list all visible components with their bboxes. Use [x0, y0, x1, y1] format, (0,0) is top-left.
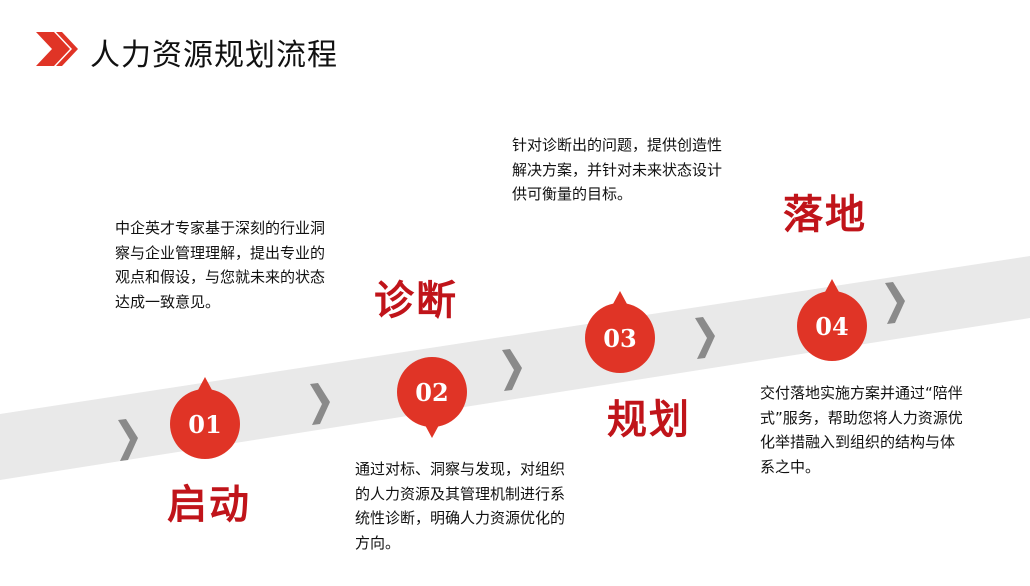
step-01-description: 中企英才专家基于深刻的行业洞察与企业管理理解，提出专业的观点和假设，与您就未来的… — [115, 219, 326, 311]
chevron-icon — [310, 383, 330, 425]
step-marker-02: 02 — [397, 357, 467, 438]
step-04-stage: 落地 — [783, 192, 867, 238]
step-01-stage: 启动 — [167, 482, 251, 528]
step-02-stage: 诊断 — [374, 278, 458, 324]
title-chevron-icon — [36, 32, 70, 66]
page-title: 人力资源规划流程 — [90, 38, 338, 73]
step-number: 02 — [415, 378, 448, 407]
chevron-icon — [502, 349, 522, 391]
chevron-icons — [118, 282, 905, 461]
step-04-description: 交付落地实施方案并通过“陪伴式”服务，帮助您将人力资源优化举措融入到组织的结构与… — [760, 384, 963, 476]
step-number: 03 — [603, 324, 636, 353]
chevron-icon — [118, 419, 138, 461]
chevron-icon — [695, 317, 715, 359]
step-number: 04 — [815, 312, 848, 341]
step-number: 01 — [188, 410, 221, 439]
chevron-icon — [885, 282, 905, 324]
step-marker-04: 04 — [797, 279, 867, 361]
step-03-description: 针对诊断出的问题，提供创造性解决方案，并针对未来状态设计供可衡量的目标。 — [512, 136, 723, 203]
step-03-stage: 规划 — [607, 397, 691, 443]
step-marker-03: 03 — [585, 291, 655, 373]
step-marker-01: 01 — [170, 377, 240, 459]
step-02-description: 通过对标、洞察与发现，对组织的人力资源及其管理机制进行系统性诊断，明确人力资源优… — [355, 460, 566, 552]
